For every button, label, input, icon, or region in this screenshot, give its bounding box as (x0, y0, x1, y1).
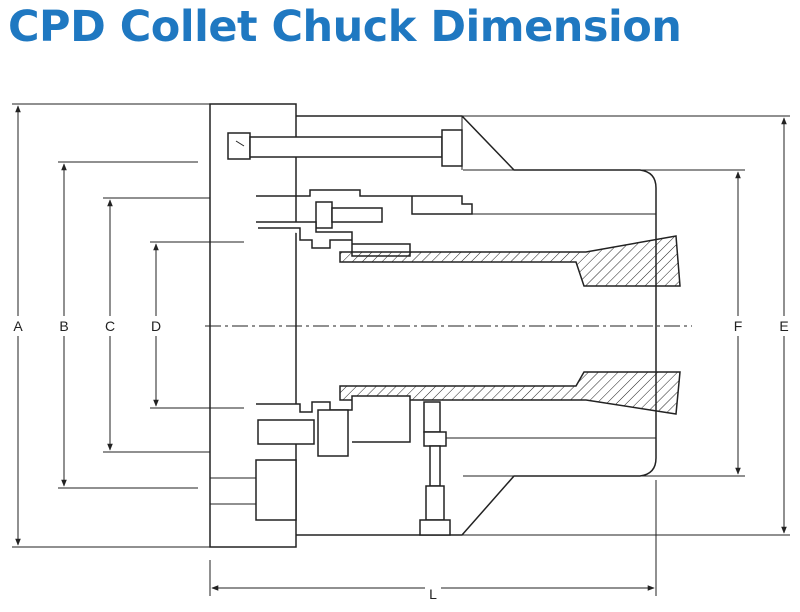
dimension-lines (15, 105, 787, 591)
dim-label-a: A (13, 318, 23, 334)
dim-label-d: D (151, 318, 161, 334)
lower-internals (256, 395, 656, 536)
dim-label-f: F (734, 318, 743, 334)
bolt-bottom (210, 459, 297, 521)
collet (339, 235, 681, 415)
extension-lines-left (12, 103, 244, 548)
bolt-top (227, 129, 463, 167)
dim-label-l: L (429, 586, 437, 602)
page-title: CPD Collet Chuck Dimension (8, 2, 682, 52)
upper-internals (256, 184, 656, 257)
dim-label-c: C (105, 318, 115, 334)
dim-label-b: B (59, 318, 68, 334)
extension-lines-right (209, 115, 790, 596)
dim-label-e: E (779, 318, 788, 334)
